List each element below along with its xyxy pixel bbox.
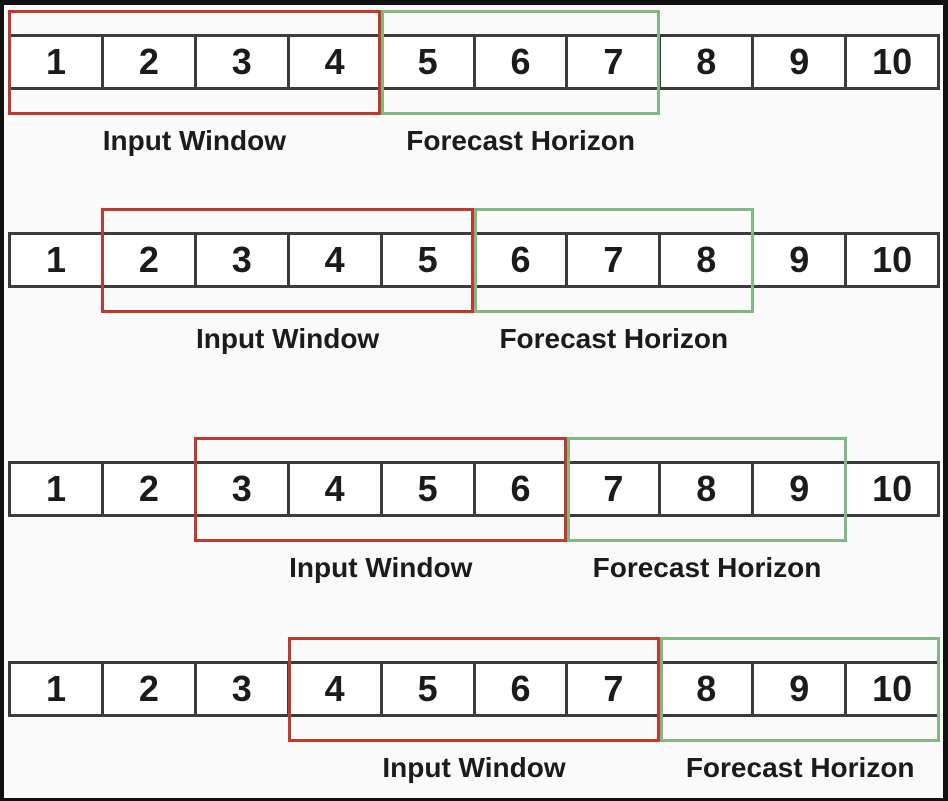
timestep-cell: 3 — [197, 37, 290, 87]
timestep-strip: 1 2 3 4 5 6 7 8 9 10 — [8, 661, 940, 717]
timestep-cell: 2 — [104, 664, 197, 714]
timestep-cell: 8 — [661, 464, 755, 514]
timestep-cell: 4 — [290, 664, 383, 714]
timestep-cell: 6 — [476, 235, 569, 285]
timestep-cell: 10 — [872, 41, 913, 82]
input-window-box — [194, 437, 568, 542]
timestep-cell: 9 — [754, 235, 848, 285]
timestep-cell: 6 — [476, 664, 569, 714]
sequence-row: 1 2 3 4 5 6 7 8 9 10 Input Window Foreca… — [8, 10, 940, 160]
input-window-box — [8, 10, 381, 115]
forecast-horizon-box — [380, 10, 661, 115]
timestep-cell: 10 — [872, 239, 913, 280]
timestep-cell: 9 — [754, 37, 848, 87]
input-window-label: Input Window — [289, 552, 473, 583]
timestep-cell: 2 — [104, 37, 197, 87]
forecast-horizon-label: Forecast Horizon — [592, 552, 822, 583]
timestep-cell: 8 — [661, 37, 755, 87]
sequence-row: 1 2 3 4 5 6 7 8 9 10 Input Window Foreca… — [8, 208, 940, 358]
timestep-cell: 10 — [872, 468, 913, 509]
forecast-horizon-box — [660, 637, 940, 742]
timestep-cell: 1 — [11, 464, 104, 514]
timestep-cell: 5 — [383, 464, 476, 514]
forecast-horizon-label: Forecast Horizon — [499, 323, 729, 354]
timestep-cell: 1 — [11, 235, 104, 285]
timestep-strip: 1 2 3 4 5 6 7 8 9 10 — [8, 461, 940, 517]
input-window-label: Input Window — [382, 752, 566, 783]
timestep-cell: 4 — [290, 235, 383, 285]
timestep-cell: 3 — [197, 235, 290, 285]
timestep-cell: 4 — [290, 464, 383, 514]
input-window-label: Input Window — [195, 323, 380, 354]
input-window-box — [287, 637, 661, 742]
input-window-label: Input Window — [102, 125, 287, 156]
timestep-cell: 2 — [104, 235, 197, 285]
timestep-cell: 9 — [754, 664, 848, 714]
timestep-cell: 5 — [383, 664, 476, 714]
timestep-cell: 3 — [197, 664, 290, 714]
sequence-row: 1 2 3 4 5 6 7 8 9 10 Input Window Foreca… — [8, 637, 940, 787]
timestep-cell: 1 — [11, 664, 104, 714]
timestep-cell: 7 — [568, 464, 662, 514]
timestep-cell: 7 — [568, 235, 662, 285]
timestep-cell: 10 — [872, 668, 913, 709]
timestep-strip: 1 2 3 4 5 6 7 8 9 10 — [8, 34, 940, 90]
forecast-horizon-label: Forecast Horizon — [685, 752, 915, 783]
forecast-horizon-box — [567, 437, 847, 542]
forecast-horizon-box — [474, 208, 754, 313]
timestep-cell: 2 — [104, 464, 197, 514]
sequence-row: 1 2 3 4 5 6 7 8 9 10 Input Window Foreca… — [8, 437, 940, 587]
timestep-cell: 3 — [197, 464, 290, 514]
timestep-cell: 6 — [476, 37, 569, 87]
timestep-cell: 8 — [661, 664, 755, 714]
input-window-box — [101, 208, 474, 313]
timestep-cell: 1 — [11, 37, 104, 87]
forecast-horizon-label: Forecast Horizon — [406, 125, 635, 156]
timestep-cell: 5 — [383, 37, 476, 87]
